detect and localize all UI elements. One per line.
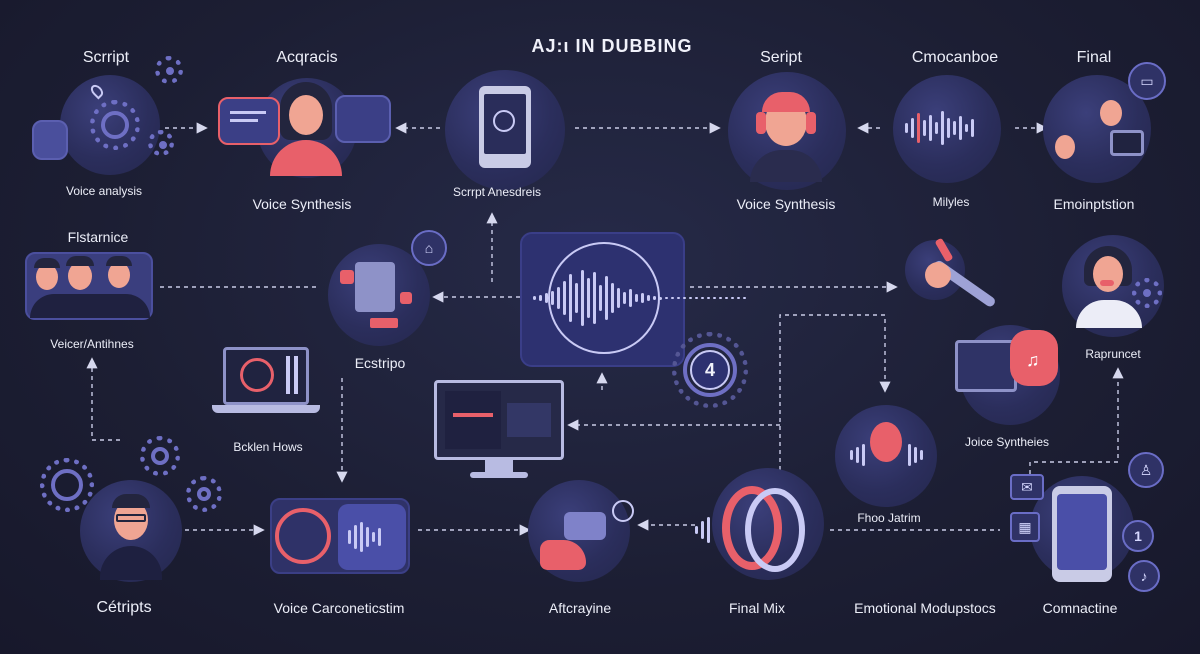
node-dot-icon bbox=[612, 500, 634, 522]
home-icon: ⌂ bbox=[411, 230, 447, 266]
step-number: 4 bbox=[690, 350, 730, 390]
waveform-icon bbox=[850, 440, 865, 470]
waveform-icon bbox=[533, 270, 746, 326]
node-final-title: Final bbox=[1076, 49, 1112, 66]
gear-icon bbox=[1132, 278, 1162, 308]
node-script-title: Scrript bbox=[82, 49, 130, 66]
person-face bbox=[1093, 256, 1123, 292]
mail-icon: ✉ bbox=[1010, 474, 1044, 500]
number-badge: 1 bbox=[1122, 520, 1154, 552]
gear-icon bbox=[90, 100, 140, 150]
chat-window-icon bbox=[218, 97, 280, 145]
node-fhoo-caption: Fhoo Jatrim bbox=[857, 511, 921, 525]
page-title: AJ:ι IN DUBBING bbox=[531, 36, 693, 56]
monitor-icon bbox=[434, 380, 564, 460]
waveform-icon bbox=[348, 520, 381, 554]
gear-icon bbox=[148, 130, 174, 156]
screen-icon bbox=[955, 340, 1017, 392]
gear-icon bbox=[672, 332, 748, 408]
person-hair bbox=[34, 258, 60, 268]
person-face bbox=[36, 264, 58, 290]
music-card-icon bbox=[1010, 330, 1058, 386]
gear-icon bbox=[155, 56, 183, 84]
gear-icon bbox=[186, 476, 222, 512]
person-face bbox=[68, 262, 92, 290]
person-hair bbox=[66, 256, 94, 266]
link-left-up bbox=[86, 357, 120, 441]
headset-icon bbox=[564, 512, 606, 540]
node-rapruncet-caption: Rapruncet bbox=[1085, 347, 1141, 361]
microphone-stand-icon bbox=[355, 262, 395, 312]
person-face bbox=[870, 422, 902, 462]
node-flstarnice-caption: Veicer/Antihnes bbox=[50, 337, 134, 351]
node-cetripts-label: Cétripts bbox=[96, 599, 152, 616]
document-icon bbox=[32, 120, 68, 160]
speaker-ring bbox=[745, 488, 805, 572]
group-bodies bbox=[30, 294, 150, 318]
waveform-icon bbox=[905, 108, 974, 148]
headphone-icon bbox=[756, 112, 766, 134]
laptop-base bbox=[212, 405, 320, 413]
headphone-icon bbox=[806, 112, 816, 134]
node-final-caption: Emoinptstion bbox=[1053, 196, 1135, 212]
music-note-icon: ♪ bbox=[1128, 560, 1160, 592]
monitor-icon bbox=[1110, 130, 1144, 156]
person-face bbox=[1055, 135, 1075, 159]
node-joice-caption: Joice Syntheies bbox=[964, 435, 1050, 449]
node-aftcrayine-label: Aftcrayine bbox=[548, 600, 612, 616]
record-icon bbox=[275, 508, 331, 564]
node-backlen-hows-caption: Bcklen Hows bbox=[233, 440, 303, 454]
node-acqracis-title: Acqracis bbox=[276, 49, 338, 66]
grid-icon: ▦ bbox=[1010, 512, 1040, 542]
person-face bbox=[1100, 100, 1122, 126]
person-hair bbox=[106, 256, 132, 266]
node-acqracis-caption: Voice Synthesis bbox=[252, 196, 352, 212]
person-hair bbox=[112, 494, 150, 508]
node-emotional-label: Emotional Modupstocs bbox=[854, 600, 996, 616]
node-comnactine-label: Comnactine bbox=[1042, 600, 1118, 616]
person-face bbox=[108, 262, 130, 288]
node-flstarnice-title: Flstarnice bbox=[67, 229, 129, 245]
monitor-foot bbox=[470, 472, 528, 478]
person-face bbox=[289, 95, 323, 135]
gear-icon bbox=[140, 436, 180, 476]
link-right-loop bbox=[779, 314, 891, 470]
user-icon: ♙ bbox=[1128, 452, 1164, 488]
gear-icon bbox=[40, 458, 94, 512]
hand-icon bbox=[925, 262, 951, 288]
person-body bbox=[540, 540, 586, 570]
person-hair bbox=[762, 92, 810, 112]
node-seript-title: Seript bbox=[760, 49, 802, 66]
microphone-icon bbox=[1100, 280, 1114, 286]
monitor-stand bbox=[485, 460, 513, 474]
node-cmocanboe-caption: Milyles bbox=[932, 195, 970, 209]
laptop-screen bbox=[223, 347, 309, 405]
panel-icon bbox=[335, 95, 391, 143]
music-note-icon: ♫ bbox=[1026, 350, 1040, 370]
link-b6-up bbox=[1029, 367, 1124, 490]
node-script-caption: Voice analysis bbox=[65, 184, 143, 198]
waveform-icon bbox=[695, 515, 710, 545]
node-script-analysis-caption: Scrrpt Anesdreis bbox=[452, 185, 542, 199]
node-voice-carconeticstim-label: Voice Carconeticstim bbox=[273, 600, 405, 616]
base-icon bbox=[370, 318, 398, 328]
switch-icon bbox=[400, 292, 412, 304]
waveform-icon bbox=[908, 440, 923, 470]
node-final-mix-label: Final Mix bbox=[728, 600, 786, 616]
chat-icon: ▭ bbox=[1128, 62, 1166, 100]
switch-icon bbox=[340, 270, 354, 284]
glasses-icon bbox=[116, 514, 146, 522]
node-ecstripo-caption: Ecstripo bbox=[354, 355, 406, 371]
phone-icon bbox=[1052, 486, 1112, 582]
node-cmocanboe-title: Cmocanboe bbox=[911, 49, 999, 66]
node-seript-caption: Voice Synthesis bbox=[736, 196, 836, 212]
tablet-icon bbox=[479, 86, 531, 168]
